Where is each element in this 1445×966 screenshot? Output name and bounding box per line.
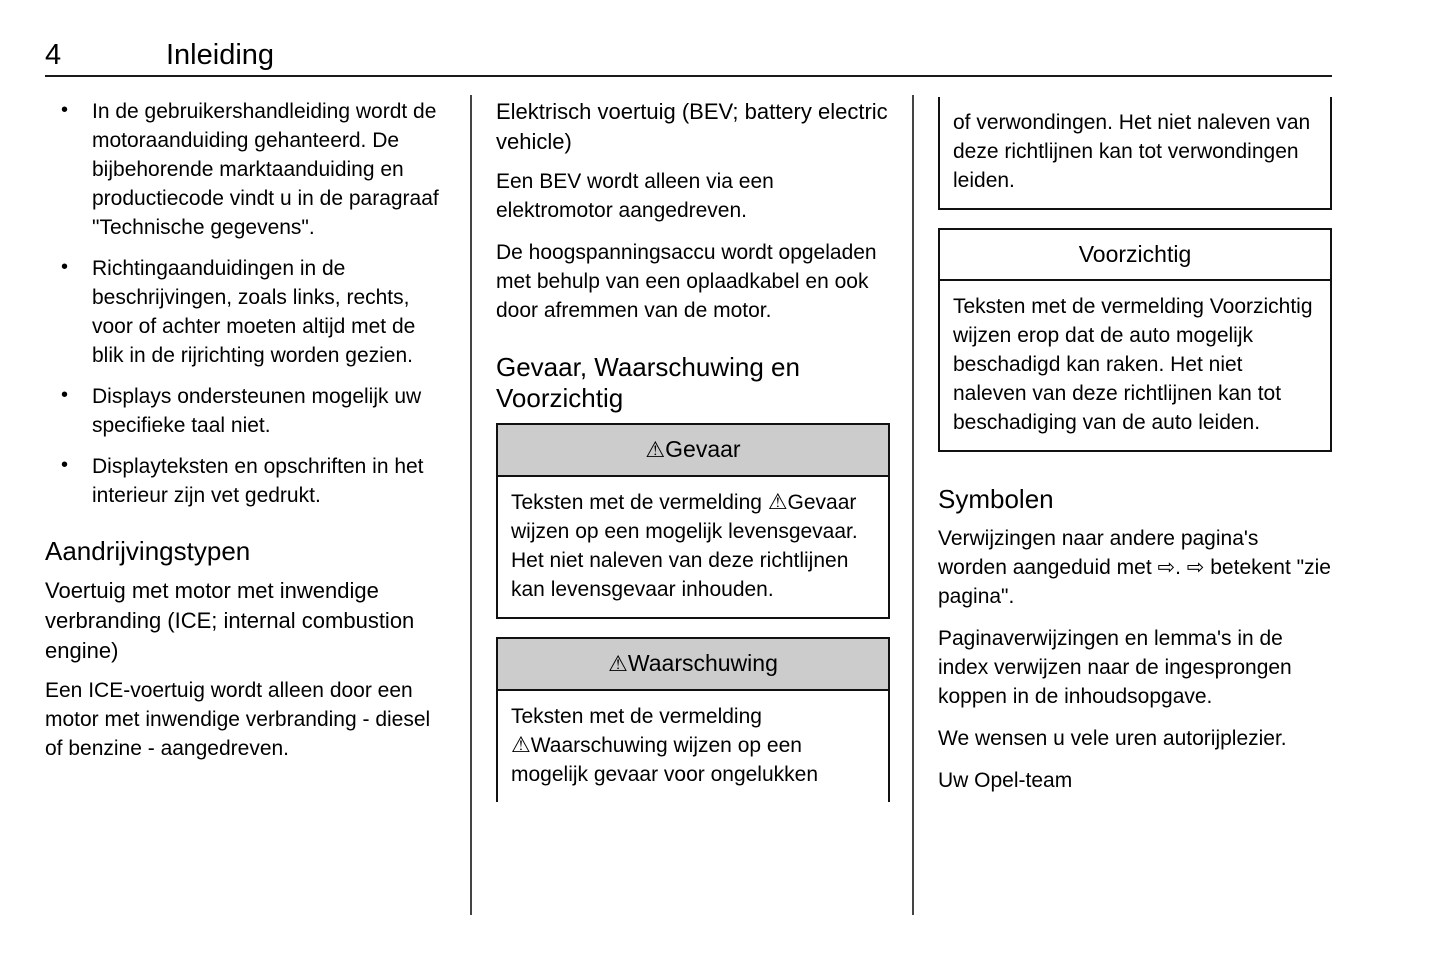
column-1: In de gebruikershandleiding wordt de mot… bbox=[45, 96, 443, 763]
chapter-title: Inleiding bbox=[166, 39, 275, 71]
warning-triangle-icon: ⚠ bbox=[767, 489, 788, 514]
intro-bullet-list: In de gebruikershandleiding wordt de mot… bbox=[45, 96, 443, 510]
notice-body-warning-part2: Waarschuwing wijzen op een mogelijk geva… bbox=[511, 734, 819, 786]
notice-body-caution: Teksten met de vermelding Voorzichtig wi… bbox=[953, 295, 1313, 434]
header-rule bbox=[45, 75, 1332, 77]
warning-triangle-icon: ⚠ bbox=[645, 437, 666, 462]
notice-title-warning: Waarschuwing bbox=[627, 650, 778, 676]
paragraph-index-references: Paginaverwijzingen en lemma's in de inde… bbox=[938, 627, 1292, 708]
paragraph-bev-battery: De hoogspanningsaccu wordt opgeladen met… bbox=[496, 241, 877, 322]
paragraph-bev-description: Een BEV wordt alleen via een elektromoto… bbox=[496, 170, 774, 222]
notice-body-warning: Teksten met de vermelding ⚠Waarschuwing … bbox=[498, 691, 888, 802]
paragraph-closing-wish: We wensen u vele uren autorijplezier. bbox=[938, 727, 1287, 750]
notice-body-danger-part1: Teksten met de vermelding bbox=[511, 491, 762, 514]
section-heading-aandrijvingstypen: Aandrijvingstypen bbox=[45, 536, 251, 566]
notice-body-danger-part2: Gevaar wijzen op een mogelijk levensgeva… bbox=[511, 491, 858, 601]
warning-triangle-icon: ⚠ bbox=[511, 732, 531, 757]
notice-box-warning-continued: of verwondingen. Het niet naleven van de… bbox=[938, 97, 1332, 210]
list-item: Displays ondersteunen mogelijk uw specif… bbox=[45, 381, 443, 440]
list-item: Displayteksten en opschriften in het int… bbox=[45, 451, 443, 510]
page-reference-arrow-icon: ⇨ bbox=[1186, 556, 1205, 579]
notice-header-caution: Voorzichtig bbox=[940, 230, 1330, 281]
paragraph-signature: Uw Opel-team bbox=[938, 769, 1073, 792]
column-divider-1 bbox=[470, 95, 472, 915]
notice-box-warning: ⚠Waarschuwing Teksten met de vermelding … bbox=[496, 637, 890, 802]
warning-triangle-icon: ⚠ bbox=[608, 651, 628, 676]
notice-title-danger: Gevaar bbox=[665, 436, 741, 462]
notice-box-danger: ⚠Gevaar Teksten met de vermelding ⚠Gevaa… bbox=[496, 423, 890, 619]
page-number: 4 bbox=[45, 39, 62, 71]
notice-body-warning-continued: of verwondingen. Het niet naleven van de… bbox=[953, 111, 1311, 192]
sub-heading-bev-vehicle: Elektrisch voertuig (BEV; battery electr… bbox=[496, 99, 888, 154]
paragraph-symbols-reference: Verwijzingen naar andere pagina's worden… bbox=[938, 524, 1332, 611]
symbols-text-part3: betekent "zie pagina". bbox=[938, 556, 1331, 608]
list-item: Richtingaanduidingen in de beschrijvinge… bbox=[45, 253, 443, 370]
column-3: of verwondingen. Het niet naleven van de… bbox=[938, 97, 1332, 795]
section-heading-gevaar-waarschuwing-voorzichtig: Gevaar, Waarschuwing en Voorzichtig bbox=[496, 352, 800, 413]
column-2: Elektrisch voertuig (BEV; battery electr… bbox=[496, 97, 890, 802]
symbols-text-part2: . bbox=[1175, 556, 1181, 579]
section-heading-symbolen: Symbolen bbox=[938, 484, 1054, 514]
notice-header-warning: ⚠Waarschuwing bbox=[498, 639, 888, 691]
notice-body-warning-part1: Teksten met de vermelding bbox=[511, 705, 762, 728]
notice-header-danger: ⚠Gevaar bbox=[498, 425, 888, 477]
page-reference-arrow-icon: ⇨ bbox=[1157, 556, 1176, 579]
column-divider-2 bbox=[912, 95, 914, 915]
notice-box-caution: Voorzichtig Teksten met de vermelding Vo… bbox=[938, 228, 1332, 452]
page-header: 4 Inleiding bbox=[45, 38, 1332, 80]
symbols-text-part1: Verwijzingen naar andere pagina's worden… bbox=[938, 527, 1259, 579]
sub-heading-ice-vehicle: Voertuig met motor met inwendige verbran… bbox=[45, 578, 415, 663]
notice-body-danger: Teksten met de vermelding ⚠Gevaar wijzen… bbox=[498, 477, 888, 617]
list-item: In de gebruikershandleiding wordt de mot… bbox=[45, 96, 443, 242]
paragraph-ice-description: Een ICE-voertuig wordt alleen door een m… bbox=[45, 679, 431, 760]
